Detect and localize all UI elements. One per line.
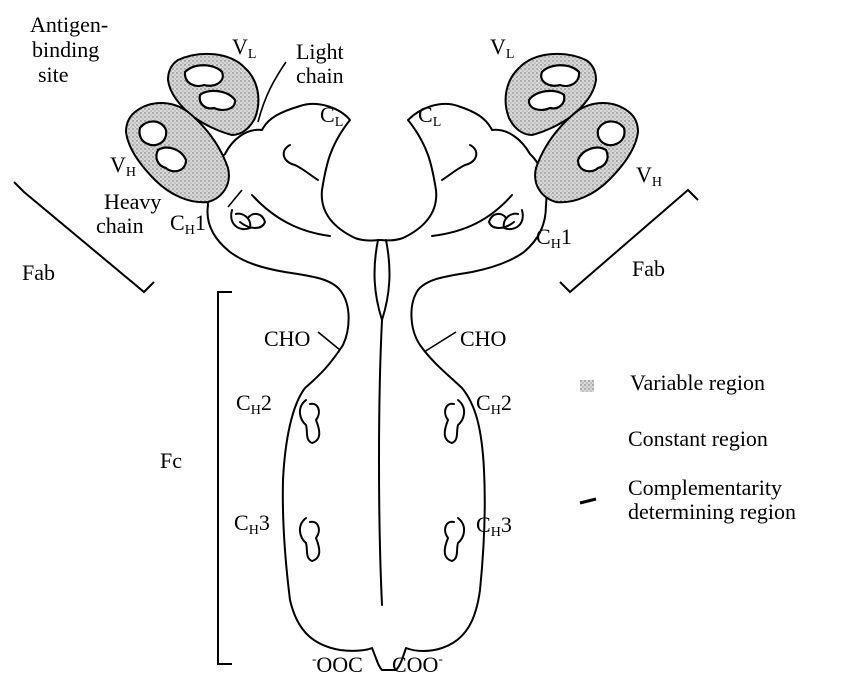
fab-right-label: Fab <box>632 258 665 280</box>
ch1-right-label: CH1 <box>536 226 572 248</box>
ch3-left-label: CH3 <box>234 512 270 534</box>
carboxyl-terminus-right-label: COO- <box>392 654 443 676</box>
legend-variable-region: Variable region <box>630 372 765 394</box>
fc-bracket <box>218 292 232 664</box>
vl-left-label: VL <box>232 36 256 58</box>
cho-left-label: CHO <box>264 328 310 350</box>
legend-swatches <box>580 380 596 503</box>
carboxyl-terminus-left-label: -OOC <box>312 654 363 676</box>
legend-cdr: Complementarity determining region <box>628 476 796 524</box>
antibody-outline <box>207 104 546 670</box>
fab-bracket-right <box>560 190 698 292</box>
legend-swatch-variable <box>580 380 594 392</box>
fc-label: Fc <box>160 450 182 472</box>
ch1-left-label: CH1 <box>170 212 206 234</box>
heavy-chain-label: Heavy chain <box>96 190 161 238</box>
cl-right-label: CL <box>418 104 441 126</box>
cl-left-label: CL <box>320 104 343 126</box>
legend-swatch-cdr <box>580 499 596 503</box>
light-chain-label: Light chain <box>290 40 344 88</box>
fab-left-label: Fab <box>22 262 55 284</box>
vh-left-label: VH <box>110 154 136 176</box>
ch2-right-label: CH2 <box>476 392 512 414</box>
ch3-right-label: CH3 <box>476 514 512 536</box>
vh-right-label: VH <box>636 164 662 186</box>
vl-right-label: VL <box>490 36 514 58</box>
legend-constant-region: Constant region <box>628 428 768 450</box>
cho-right-label: CHO <box>460 328 506 350</box>
ch2-left-label: CH2 <box>236 392 272 414</box>
antigen-binding-site-label: Antigen- binding site <box>30 12 108 87</box>
